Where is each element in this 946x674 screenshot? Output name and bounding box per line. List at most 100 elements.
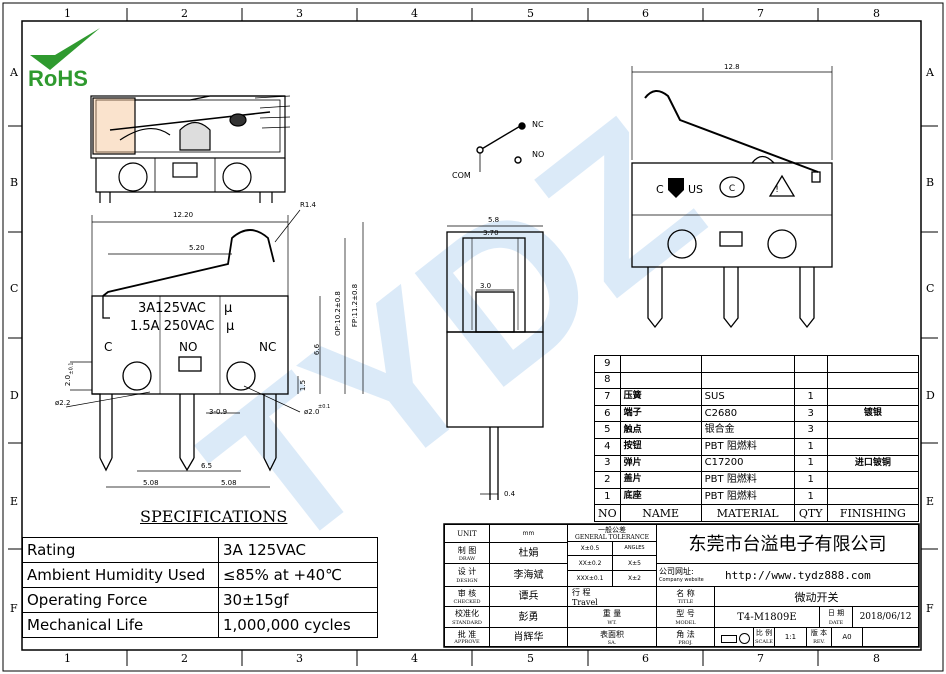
ruler-col-5-bottom: 5	[527, 652, 534, 665]
bom-finishing	[826, 437, 920, 456]
bom-header-qty: QTY	[793, 504, 828, 522]
ruler-col-1-bottom: 1	[64, 652, 71, 665]
tb-scale-label: 比 例	[755, 629, 773, 637]
dim-radius: R1.4	[300, 201, 316, 209]
rohs-logo: RoHS	[28, 66, 88, 91]
bom-no: 3	[594, 454, 621, 473]
side-view	[446, 231, 544, 500]
bom-qty	[793, 355, 828, 373]
bom-material: SUS	[700, 388, 795, 406]
spec-row: Operating Force 30±15gf	[22, 587, 378, 613]
spec-value: 1,000,000 cycles	[218, 612, 378, 638]
ruler-col-6: 6	[642, 7, 649, 20]
tb-surface-label-en: SA.	[607, 640, 617, 646]
tb-checked-name-cell: 谭兵	[489, 586, 568, 607]
dim-fp: FP:11.2±0.8	[351, 283, 360, 328]
tb-standard-label-en: STANDARD	[452, 620, 482, 626]
switch-label-com: COM	[452, 171, 471, 180]
bom-no: 1	[594, 487, 621, 506]
spec-value: ≤85% at +40℃	[218, 562, 378, 588]
ruler-col-3: 3	[296, 7, 303, 20]
cutaway-leaders	[254, 95, 291, 129]
bom-finishing	[826, 388, 920, 406]
dim-pin-hole: ø2.0	[304, 408, 320, 416]
bom-qty: 1	[793, 454, 828, 473]
tb-unit-value: mm	[522, 530, 535, 537]
tb-design-name-cell: 李海斌	[489, 563, 568, 587]
tb-travel-label: 行 程	[572, 588, 591, 597]
dim-hole-offset: 2.0	[64, 374, 73, 387]
tb-tol-b0: ANGLES	[624, 545, 645, 551]
tb-tol-b0-cell: ANGLES	[612, 541, 657, 556]
ul-cert-icon	[668, 178, 684, 198]
bom-name: 触点	[619, 421, 702, 439]
tb-checked-name: 谭兵	[518, 591, 539, 602]
specifications-table: Rating 3A 125VAC Ambient Humidity Used ≤…	[22, 537, 378, 638]
dim-side-inner: 3.70	[483, 229, 499, 237]
tb-empty-cell	[862, 627, 919, 647]
tb-date-label-en: DATE	[828, 620, 844, 626]
spec-key: Mechanical Life	[22, 612, 219, 638]
tb-tol-a2-cell: XXX±0.1	[567, 570, 613, 587]
bom-qty: 1	[793, 487, 828, 506]
tb-proj-label-en: PROJ.	[678, 640, 693, 646]
bom-header-material: MATERIAL	[700, 504, 795, 522]
ruler-row-e-right: E	[926, 495, 935, 508]
ruler-row-f: F	[10, 602, 18, 615]
tb-tol-b1: X±5	[628, 560, 641, 567]
ruler-row-f-right: F	[926, 602, 934, 615]
spec-row: Rating 3A 125VAC	[22, 537, 378, 563]
tb-design-name: 李海斌	[513, 570, 544, 581]
dim-terminal-pitch: 6.5	[201, 462, 213, 470]
tb-model-value-cell: T4-M1809E	[714, 606, 820, 628]
tb-website: http://www.tydz888.com	[725, 569, 871, 582]
tb-approve-label: 批 准	[457, 630, 477, 639]
bom-name: 底座	[619, 487, 702, 506]
bom-header-finishing: FINISHING	[826, 504, 920, 522]
dim-width: 12.20	[173, 211, 194, 219]
ruler-col-6-bottom: 6	[642, 652, 649, 665]
bom-material: PBT 阻燃料	[700, 471, 795, 489]
tb-website-label-en: Company website	[659, 577, 704, 583]
switch-label-no: NO	[532, 150, 545, 159]
front-view	[91, 229, 289, 472]
bom-finishing	[826, 355, 920, 373]
tb-standard-name-cell: 彭勇	[489, 606, 568, 628]
bom-name: 弹片	[619, 454, 702, 473]
tb-company-cell: 东莞市台溢电子有限公司	[656, 524, 919, 564]
dim-terminal-width: 3-0.9	[209, 408, 228, 416]
bom-qty: 3	[793, 404, 828, 423]
spec-row: Mechanical Life 1,000,000 cycles	[22, 612, 378, 638]
ruler-row-d: D	[10, 389, 19, 402]
ruler-col-1: 1	[64, 7, 71, 20]
tb-design-label: 设 计	[457, 567, 477, 576]
ruler-col-7: 7	[757, 7, 764, 20]
bom-material: C2680	[700, 404, 795, 423]
cert-circle-icon: C	[729, 184, 735, 194]
bom-finishing	[826, 487, 920, 506]
terminal-label-no: NO	[179, 340, 198, 354]
ruler-col-7-bottom: 7	[757, 652, 764, 665]
dim-side-pin: 0.4	[504, 490, 516, 498]
tb-model-value: T4-M1809E	[737, 612, 797, 623]
bom-qty: 3	[793, 421, 828, 439]
ruler-col-2-bottom: 2	[181, 652, 188, 665]
bom-name	[619, 355, 702, 373]
bom-no: 4	[594, 437, 621, 456]
bom-qty	[793, 371, 828, 390]
bom-qty: 1	[793, 471, 828, 489]
tb-website-label: 公司网址:	[659, 567, 694, 576]
tb-approve-name-cell: 肖辉华	[489, 627, 568, 647]
ruler-col-8-bottom: 8	[873, 652, 880, 665]
